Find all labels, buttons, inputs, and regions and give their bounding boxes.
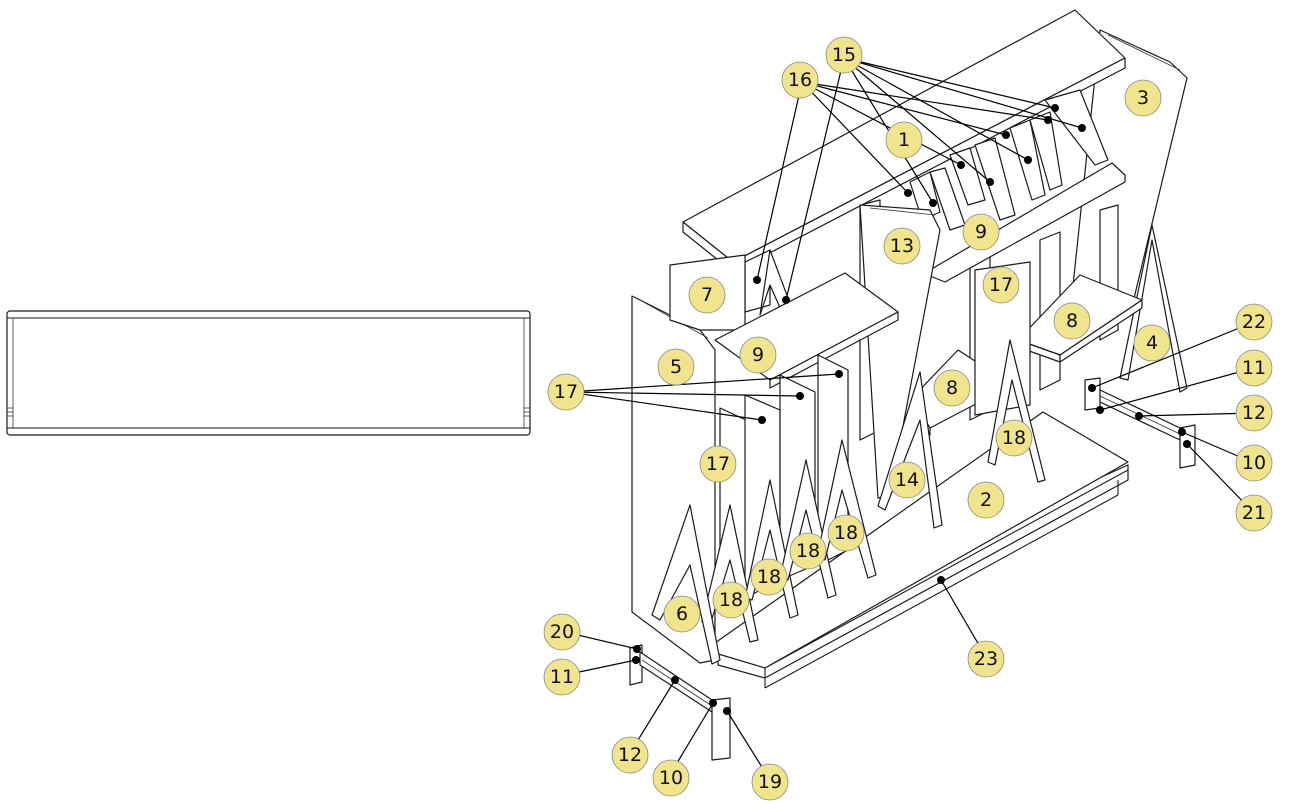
callout-3-label: 3 xyxy=(1137,87,1149,109)
callout-19: 19 xyxy=(751,763,789,801)
callout-11a: 11 xyxy=(1235,349,1273,387)
callout-15: 15 xyxy=(825,36,863,74)
front-view xyxy=(6,310,531,436)
callout-10b-label: 10 xyxy=(659,767,683,789)
callout-7: 7 xyxy=(688,276,726,314)
callout-16: 16 xyxy=(781,61,819,99)
callout-10a: 10 xyxy=(1235,444,1273,482)
callout-12a-label: 12 xyxy=(1242,402,1266,424)
callout-20-label: 20 xyxy=(550,621,574,643)
callout-2-label: 2 xyxy=(980,489,992,511)
callout-3: 3 xyxy=(1124,79,1162,117)
callout-bubbles: 1 2 3 4 5 6 7 8 8 9 9 10 10 11 11 12 12 … xyxy=(543,36,1273,801)
center-panel xyxy=(859,204,941,499)
callout-1: 1 xyxy=(885,121,923,159)
callout-12b-label: 12 xyxy=(618,744,642,766)
callout-9b-label: 9 xyxy=(975,221,987,243)
callout-18a-label: 18 xyxy=(719,589,743,611)
callout-12a: 12 xyxy=(1235,394,1273,432)
callout-20: 20 xyxy=(543,613,581,651)
callout-17a-label: 17 xyxy=(554,381,578,403)
callout-7-label: 7 xyxy=(701,284,713,306)
callout-17b-label: 17 xyxy=(706,453,730,475)
callout-9a-label: 9 xyxy=(752,344,764,366)
callout-9a: 9 xyxy=(739,336,777,374)
callout-19-label: 19 xyxy=(758,771,782,793)
callout-10a-label: 10 xyxy=(1242,452,1266,474)
callout-12b: 12 xyxy=(611,736,649,774)
callout-8b: 8 xyxy=(933,369,971,407)
callout-18e-label: 18 xyxy=(1002,427,1026,449)
callout-13: 13 xyxy=(883,227,921,265)
callout-23: 23 xyxy=(967,640,1005,678)
callout-18e: 18 xyxy=(995,419,1033,457)
callout-14: 14 xyxy=(888,461,926,499)
callout-6: 6 xyxy=(663,595,701,633)
callout-5: 5 xyxy=(657,348,695,386)
callout-17b: 17 xyxy=(699,445,737,483)
callout-21: 21 xyxy=(1235,494,1273,532)
callout-14-label: 14 xyxy=(895,469,919,491)
callout-18a: 18 xyxy=(712,581,750,619)
callout-9b: 9 xyxy=(962,213,1000,251)
callout-17c: 17 xyxy=(982,266,1020,304)
callout-18d: 18 xyxy=(827,514,865,552)
callout-8b-label: 8 xyxy=(946,377,958,399)
callout-11a-label: 11 xyxy=(1242,357,1266,379)
front-left-leg xyxy=(651,504,721,665)
callout-17c-label: 17 xyxy=(989,274,1013,296)
callout-17a: 17 xyxy=(547,373,585,411)
callout-15-label: 15 xyxy=(832,44,856,66)
callout-11b-label: 11 xyxy=(550,666,574,688)
isometric-assembly: 1 2 3 4 5 6 7 8 8 9 9 10 10 11 11 12 12 … xyxy=(543,9,1273,801)
bracket-18-right xyxy=(987,339,1046,483)
callout-21-label: 21 xyxy=(1242,502,1266,524)
callout-8a-label: 8 xyxy=(1066,310,1078,332)
callout-16-label: 16 xyxy=(788,69,812,91)
callout-22-label: 22 xyxy=(1242,311,1266,333)
callout-18c-label: 18 xyxy=(796,540,820,562)
callout-5-label: 5 xyxy=(670,356,682,378)
callout-18d-label: 18 xyxy=(834,522,858,544)
callout-1-label: 1 xyxy=(898,129,910,151)
leader-lines xyxy=(564,57,1255,781)
right-leg xyxy=(1119,224,1188,393)
bracket-14 xyxy=(877,371,943,529)
callout-18c: 18 xyxy=(789,532,827,570)
callout-13-label: 13 xyxy=(890,235,914,257)
callout-2: 2 xyxy=(967,481,1005,519)
callout-10b: 10 xyxy=(652,759,690,797)
callout-6-label: 6 xyxy=(676,603,688,625)
callout-11b: 11 xyxy=(543,658,581,696)
callout-8a: 8 xyxy=(1053,302,1091,340)
callout-22: 22 xyxy=(1235,303,1273,341)
callout-18b-label: 18 xyxy=(757,566,781,588)
leader-dots xyxy=(632,104,1191,715)
callout-23-label: 23 xyxy=(974,648,998,670)
callout-18b: 18 xyxy=(750,558,788,596)
callout-4-label: 4 xyxy=(1146,332,1158,354)
callout-4: 4 xyxy=(1133,324,1171,362)
